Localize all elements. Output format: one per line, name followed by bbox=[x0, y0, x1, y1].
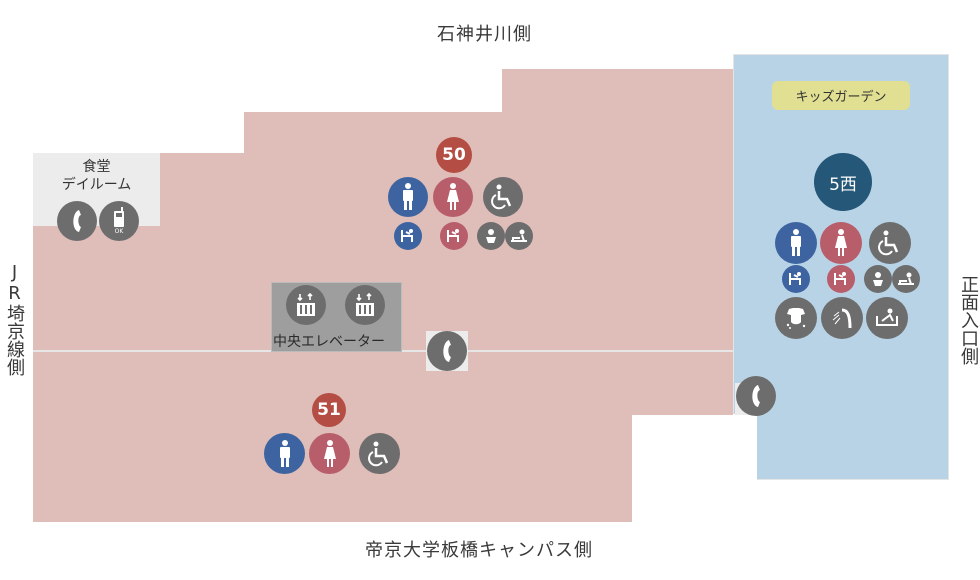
direction-right-label: 正面入口側 bbox=[958, 275, 979, 365]
kids-garden-label: キッズガーデン bbox=[772, 81, 910, 110]
mobile-phone-ok-icon: OK bbox=[99, 201, 139, 241]
ward-50-badge: 50 bbox=[436, 137, 472, 173]
accessible-toilet-icon-5west bbox=[869, 222, 911, 264]
shower-icon bbox=[821, 297, 863, 339]
ward-5west-area-lower-cut bbox=[733, 414, 757, 480]
female-toilet-icon bbox=[433, 177, 473, 217]
female-baby-seat-icon-5west bbox=[827, 265, 855, 293]
direction-top-label: 石神井川側 bbox=[437, 24, 532, 45]
floor-area-upper-right bbox=[502, 69, 734, 351]
male-toilet-icon-51 bbox=[264, 433, 305, 474]
central-elevator-label: 中央エレベーター bbox=[273, 334, 385, 350]
diaper-changing-icon-5west bbox=[892, 265, 920, 293]
laundry-icon bbox=[775, 297, 817, 339]
cafeteria-dayroom-room bbox=[33, 153, 160, 226]
public-phone-icon-entrance bbox=[736, 376, 776, 416]
direction-bottom-label: 帝京大学板橋キャンパス側 bbox=[365, 540, 593, 561]
female-toilet-icon-51 bbox=[309, 433, 350, 474]
public-phone-icon-corridor bbox=[427, 331, 467, 371]
female-baby-seat-icon bbox=[440, 222, 468, 250]
ward-51-badge: 51 bbox=[312, 393, 346, 427]
baby-chair-icon bbox=[477, 222, 505, 250]
public-phone-icon bbox=[57, 201, 97, 241]
accessible-toilet-icon-51 bbox=[359, 433, 400, 474]
female-toilet-icon-5west bbox=[820, 222, 862, 264]
direction-left-label: JR埼京線側 bbox=[4, 262, 25, 376]
diaper-changing-icon bbox=[505, 222, 533, 250]
cafeteria-label-line2: デイルーム bbox=[61, 177, 132, 193]
mobile-ok-label: OK bbox=[114, 228, 124, 235]
elevator-icon-1 bbox=[286, 285, 326, 325]
cafeteria-label: 食堂 デイルーム bbox=[40, 158, 153, 194]
elevator-icon-2 bbox=[345, 285, 385, 325]
accessible-toilet-icon bbox=[483, 177, 523, 217]
baby-chair-icon-5west bbox=[864, 265, 892, 293]
ward-5west-badge: 5西 bbox=[814, 153, 872, 211]
male-baby-seat-icon-5west bbox=[782, 265, 810, 293]
male-toilet-icon bbox=[388, 177, 428, 217]
male-toilet-icon-5west bbox=[775, 222, 817, 264]
cafeteria-label-line1: 食堂 bbox=[82, 159, 111, 175]
bath-icon bbox=[866, 297, 908, 339]
male-baby-seat-icon bbox=[394, 222, 422, 250]
